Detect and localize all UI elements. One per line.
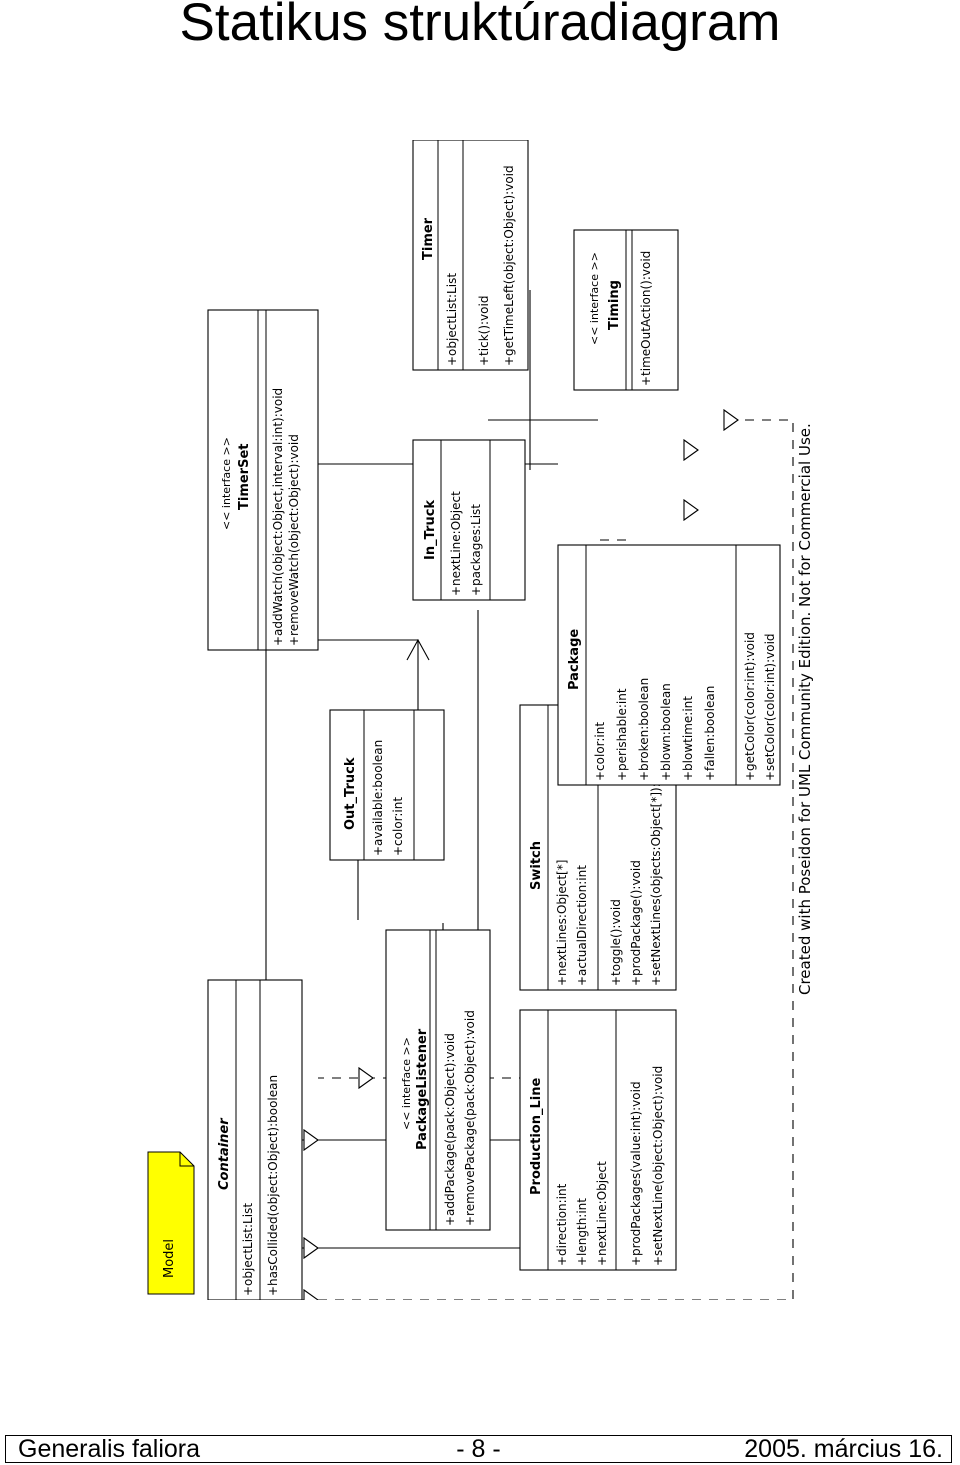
class-name: Timer: [421, 217, 436, 260]
class-stereotype: << interface >>: [400, 1037, 413, 1130]
class-name: Package: [567, 629, 582, 690]
class-name: PackageListener: [415, 1028, 430, 1150]
class-operation: +toggle():void: [609, 899, 623, 986]
page-footer: Generalis faliora - 8 - 2005. március 16…: [5, 1435, 952, 1463]
gen-head-container: [303, 1236, 319, 1260]
gen-head-container-2: [303, 1128, 319, 1152]
class-name: Timing: [607, 280, 622, 330]
class-operation: +removePackage(pack:Object):void: [463, 1010, 477, 1226]
class-name: TimerSet: [237, 444, 252, 511]
real-head-timing3: [723, 408, 739, 432]
model-note-label: Model: [162, 1239, 177, 1278]
page-title: Statikus struktúradiagram: [179, 0, 781, 52]
class-operation: +prodPackage():void: [629, 860, 643, 986]
class-packagelistener: << interface >> PackageListener +addPack…: [385, 929, 491, 1231]
class-operation: +hasCollided(object:Object):boolean: [266, 1075, 280, 1296]
class-name: Container: [217, 1117, 232, 1190]
class-production-line: Production_Line +direction:int +length:i…: [519, 1009, 677, 1271]
class-attribute: +blown:boolean: [659, 683, 673, 781]
class-name: Out_Truck: [343, 757, 358, 830]
class-stereotype: << interface >>: [588, 252, 601, 345]
footer-page-number: - 8 -: [456, 1435, 501, 1463]
real-head-container: [303, 1288, 319, 1312]
footer-date: 2005. március 16.: [744, 1435, 943, 1463]
assoc-head-2: [406, 638, 430, 661]
class-out-truck: Out_Truck +available:boolean +color:int: [329, 709, 445, 861]
class-timing: << interface >> Timing +timeOutAction():…: [573, 229, 679, 391]
real-head-pl: [358, 1066, 374, 1090]
class-operation: +getTimeLeft(object:Object):void: [502, 165, 516, 366]
class-operation: +timeOutAction():void: [639, 251, 653, 386]
class-operation: +setColor(color:int):void: [763, 633, 777, 781]
poseidon-watermark: Created with Poseidon for UML Community …: [796, 423, 814, 995]
class-timerset: << interface >> TimerSet +addWatch(objec…: [207, 309, 319, 651]
class-attribute: +packages:List: [469, 504, 483, 596]
class-operation: +prodPackages(value:int):void: [629, 1081, 643, 1266]
class-attribute: +length:int: [575, 1198, 589, 1266]
class-attribute: +fallen:boolean: [703, 686, 717, 781]
class-container: Container +objectList:List +hasCollided(…: [207, 979, 303, 1301]
class-operation: +setNextLines(objects:Object[*]):void: [649, 758, 663, 986]
class-name: In_Truck: [423, 500, 438, 560]
class-attribute: +objectList:List: [445, 273, 459, 366]
footer-left-text: Generalis faliora: [18, 1435, 201, 1463]
class-attribute: +actualDirection:int: [575, 865, 589, 986]
class-package: Package +color:int +perishable:int +brok…: [557, 544, 781, 786]
model-note: Model: [147, 1151, 195, 1295]
real-head-timing2: [683, 438, 699, 462]
class-operation: +getColor(color:int):void: [743, 632, 757, 781]
class-attribute: +nextLines:Object[*]: [555, 860, 569, 986]
class-name: Switch: [529, 841, 544, 890]
class-attribute: +perishable:int: [615, 688, 629, 781]
class-attribute: +nextLine:Object: [595, 1161, 609, 1266]
class-attribute: +nextLine:Object: [449, 491, 463, 596]
class-operation: +removeWatch(object:Object):void: [287, 434, 301, 646]
class-stereotype: << interface >>: [220, 437, 233, 530]
class-operation: +tick():void: [477, 296, 491, 366]
class-timer: Timer +objectList:List +tick():void +get…: [412, 139, 529, 371]
class-operation: +setNextLine(object:Object):void: [651, 1066, 665, 1266]
class-attribute: +color:int: [593, 722, 607, 781]
class-attribute: +color:int: [391, 797, 405, 856]
uml-class-diagram: Model Container +objectList:List +hasCol…: [138, 139, 833, 1312]
class-attribute: +direction:int: [555, 1183, 569, 1266]
class-name: Production_Line: [529, 1078, 544, 1195]
class-attribute: +broken:boolean: [637, 678, 651, 781]
real-head-timing1: [683, 498, 699, 522]
class-attribute: +blowtime:int: [681, 696, 695, 781]
class-operation: +addWatch(object:Object,interval:int):vo…: [271, 388, 285, 646]
class-attribute: +available:boolean: [371, 740, 385, 856]
class-attribute: +objectList:List: [241, 1203, 255, 1296]
class-in-truck: In_Truck +nextLine:Object +packages:List: [412, 439, 526, 601]
class-operation: +addPackage(pack:Object):void: [443, 1033, 457, 1226]
